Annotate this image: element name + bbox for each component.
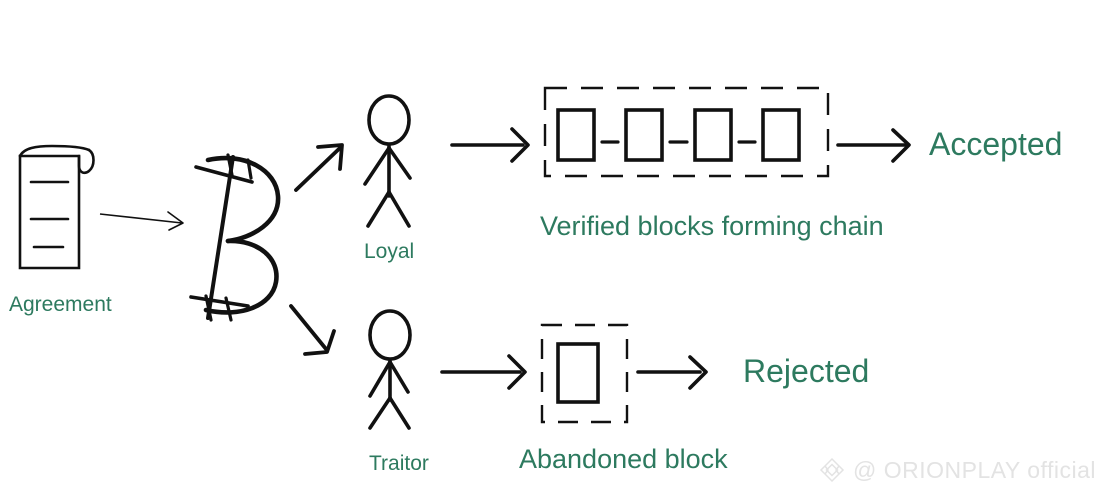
loyal-label: Loyal [364,240,415,263]
chain-block [693,108,733,162]
arrow-traitor-to-abandoned [440,354,527,390]
chain-block [624,108,664,162]
bitcoin-b-icon [189,153,281,322]
chain-block [761,108,801,162]
chain-block [556,108,596,162]
diamond-logo-icon [819,457,845,483]
watermark-text: @ ORIONPLAY official [853,456,1096,483]
stick-figure-traitor-icon [368,309,412,430]
rejected-label: Rejected [743,353,870,389]
agreement-label: Agreement [9,293,112,316]
traitor-label: Traitor [369,452,429,475]
abandoned-block-dashed-container [540,323,629,424]
accepted-label: Accepted [929,126,1063,162]
verified-chain-label: Verified blocks forming chain [540,211,884,241]
scroll-document-icon [18,144,95,270]
arrow-chain-to-accepted [836,128,911,163]
abandoned-block [556,342,600,404]
arrow-agreement-to-bitcoin [99,211,184,231]
arrow-bitcoin-to-loyal [294,143,344,192]
arrow-abandoned-to-rejected [636,355,708,390]
arrow-bitcoin-to-traitor [289,304,336,356]
abandoned-block-label: Abandoned block [519,444,728,474]
verified-chain-dashed-container [543,86,830,178]
arrow-loyal-to-chain [450,127,530,163]
watermark: @ ORIONPLAY official [818,456,1096,484]
stick-figure-loyal-icon [363,94,412,228]
